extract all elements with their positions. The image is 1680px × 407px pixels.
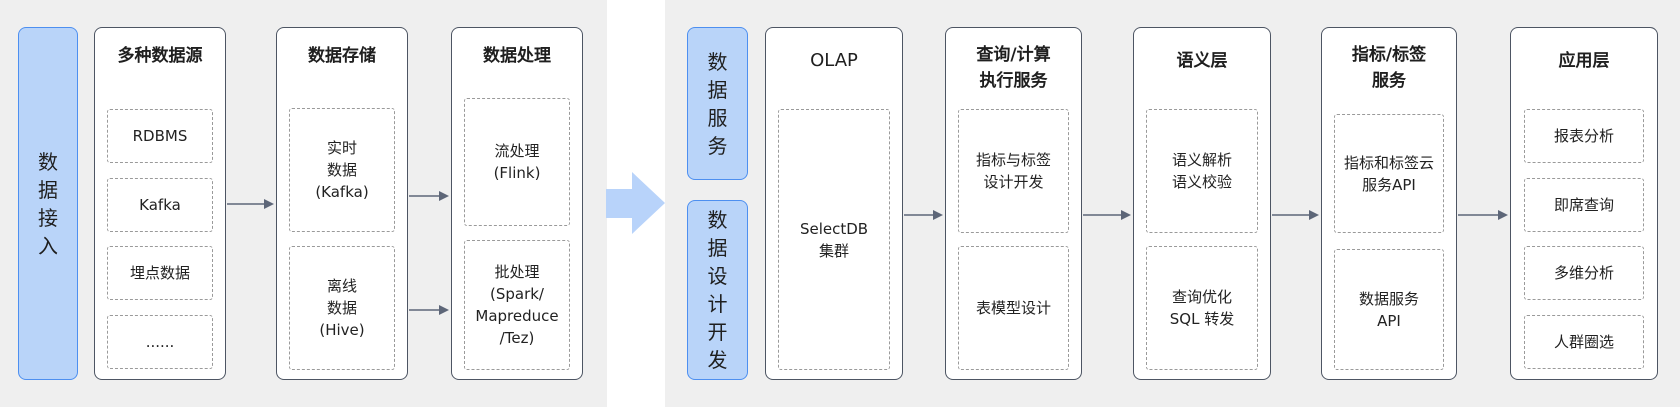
processing-item-batch: 批处理 (Spark/ Mapreduce /Tez) [464,240,570,370]
arrow-query-to-semantic-head [1121,210,1131,220]
source-item: ...... [107,315,213,369]
processing-item-stream: 流处理 (Flink) [464,98,570,226]
metric-tag-service-title: 指标/标签 服务 [1351,45,1427,91]
semantic-item: 查询优化 SQL 转发 [1146,246,1258,370]
data-sources-box: 多种数据源 RDBMS Kafka 埋点数据 ...... [94,27,226,380]
data-storage-title: 数据存储 [308,46,376,66]
application-item: 即席查询 [1524,178,1644,232]
query-exec-item: 指标与标签 设计开发 [958,109,1069,233]
application-item: 报表分析 [1524,109,1644,163]
arrow-storage-to-batch-head [439,305,449,315]
arrow-sources-to-storage-head [264,199,274,209]
data-sources-title: 多种数据源 [117,46,203,66]
storage-item-offline: 离线 数据 (Hive) [289,246,395,370]
metric-tag-service-box: 指标/标签 服务 指标和标签云 服务API 数据服务 API [1321,27,1457,380]
source-item: Kafka [107,178,213,232]
olap-box: OLAP SelectDB 集群 [765,27,903,380]
arrow-service-to-application-head [1498,210,1508,220]
arrow-olap-to-query-head [933,210,943,220]
application-item: 多维分析 [1524,246,1644,300]
application-layer-box: 应用层 报表分析 即席查询 多维分析 人群圈选 [1510,27,1658,380]
metric-service-item: 指标和标签云 服务API [1334,114,1444,233]
query-exec-box: 查询/计算 执行服务 指标与标签 设计开发 表模型设计 [945,27,1082,380]
arrow-semantic-to-service-head [1309,210,1319,220]
query-exec-title: 查询/计算 执行服务 [976,45,1051,91]
data-processing-box: 数据处理 流处理 (Flink) 批处理 (Spark/ Mapreduce /… [451,27,583,380]
application-item: 人群圈选 [1524,315,1644,369]
semantic-layer-box: 语义层 语义解析 语义校验 查询优化 SQL 转发 [1133,27,1271,380]
semantic-item: 语义解析 语义校验 [1146,109,1258,233]
olap-title: OLAP [810,50,858,71]
storage-item-realtime: 实时 数据 (Kafka) [289,108,395,232]
data-service-label: 数据服务 [687,27,748,180]
data-design-dev-label: 数据设计开发 [687,200,748,380]
data-ingestion-label: 数据接入 [18,27,78,380]
source-item: RDBMS [107,109,213,163]
data-storage-box: 数据存储 实时 数据 (Kafka) 离线 数据 (Hive) [276,27,408,380]
big-transition-arrow [606,172,665,234]
application-layer-title: 应用层 [1558,51,1610,71]
semantic-layer-title: 语义层 [1176,51,1228,71]
olap-item: SelectDB 集群 [778,109,890,370]
arrow-storage-to-stream-head [439,191,449,201]
query-exec-item: 表模型设计 [958,246,1069,370]
source-item: 埋点数据 [107,246,213,300]
data-processing-title: 数据处理 [483,46,551,66]
metric-service-item: 数据服务 API [1334,249,1444,370]
